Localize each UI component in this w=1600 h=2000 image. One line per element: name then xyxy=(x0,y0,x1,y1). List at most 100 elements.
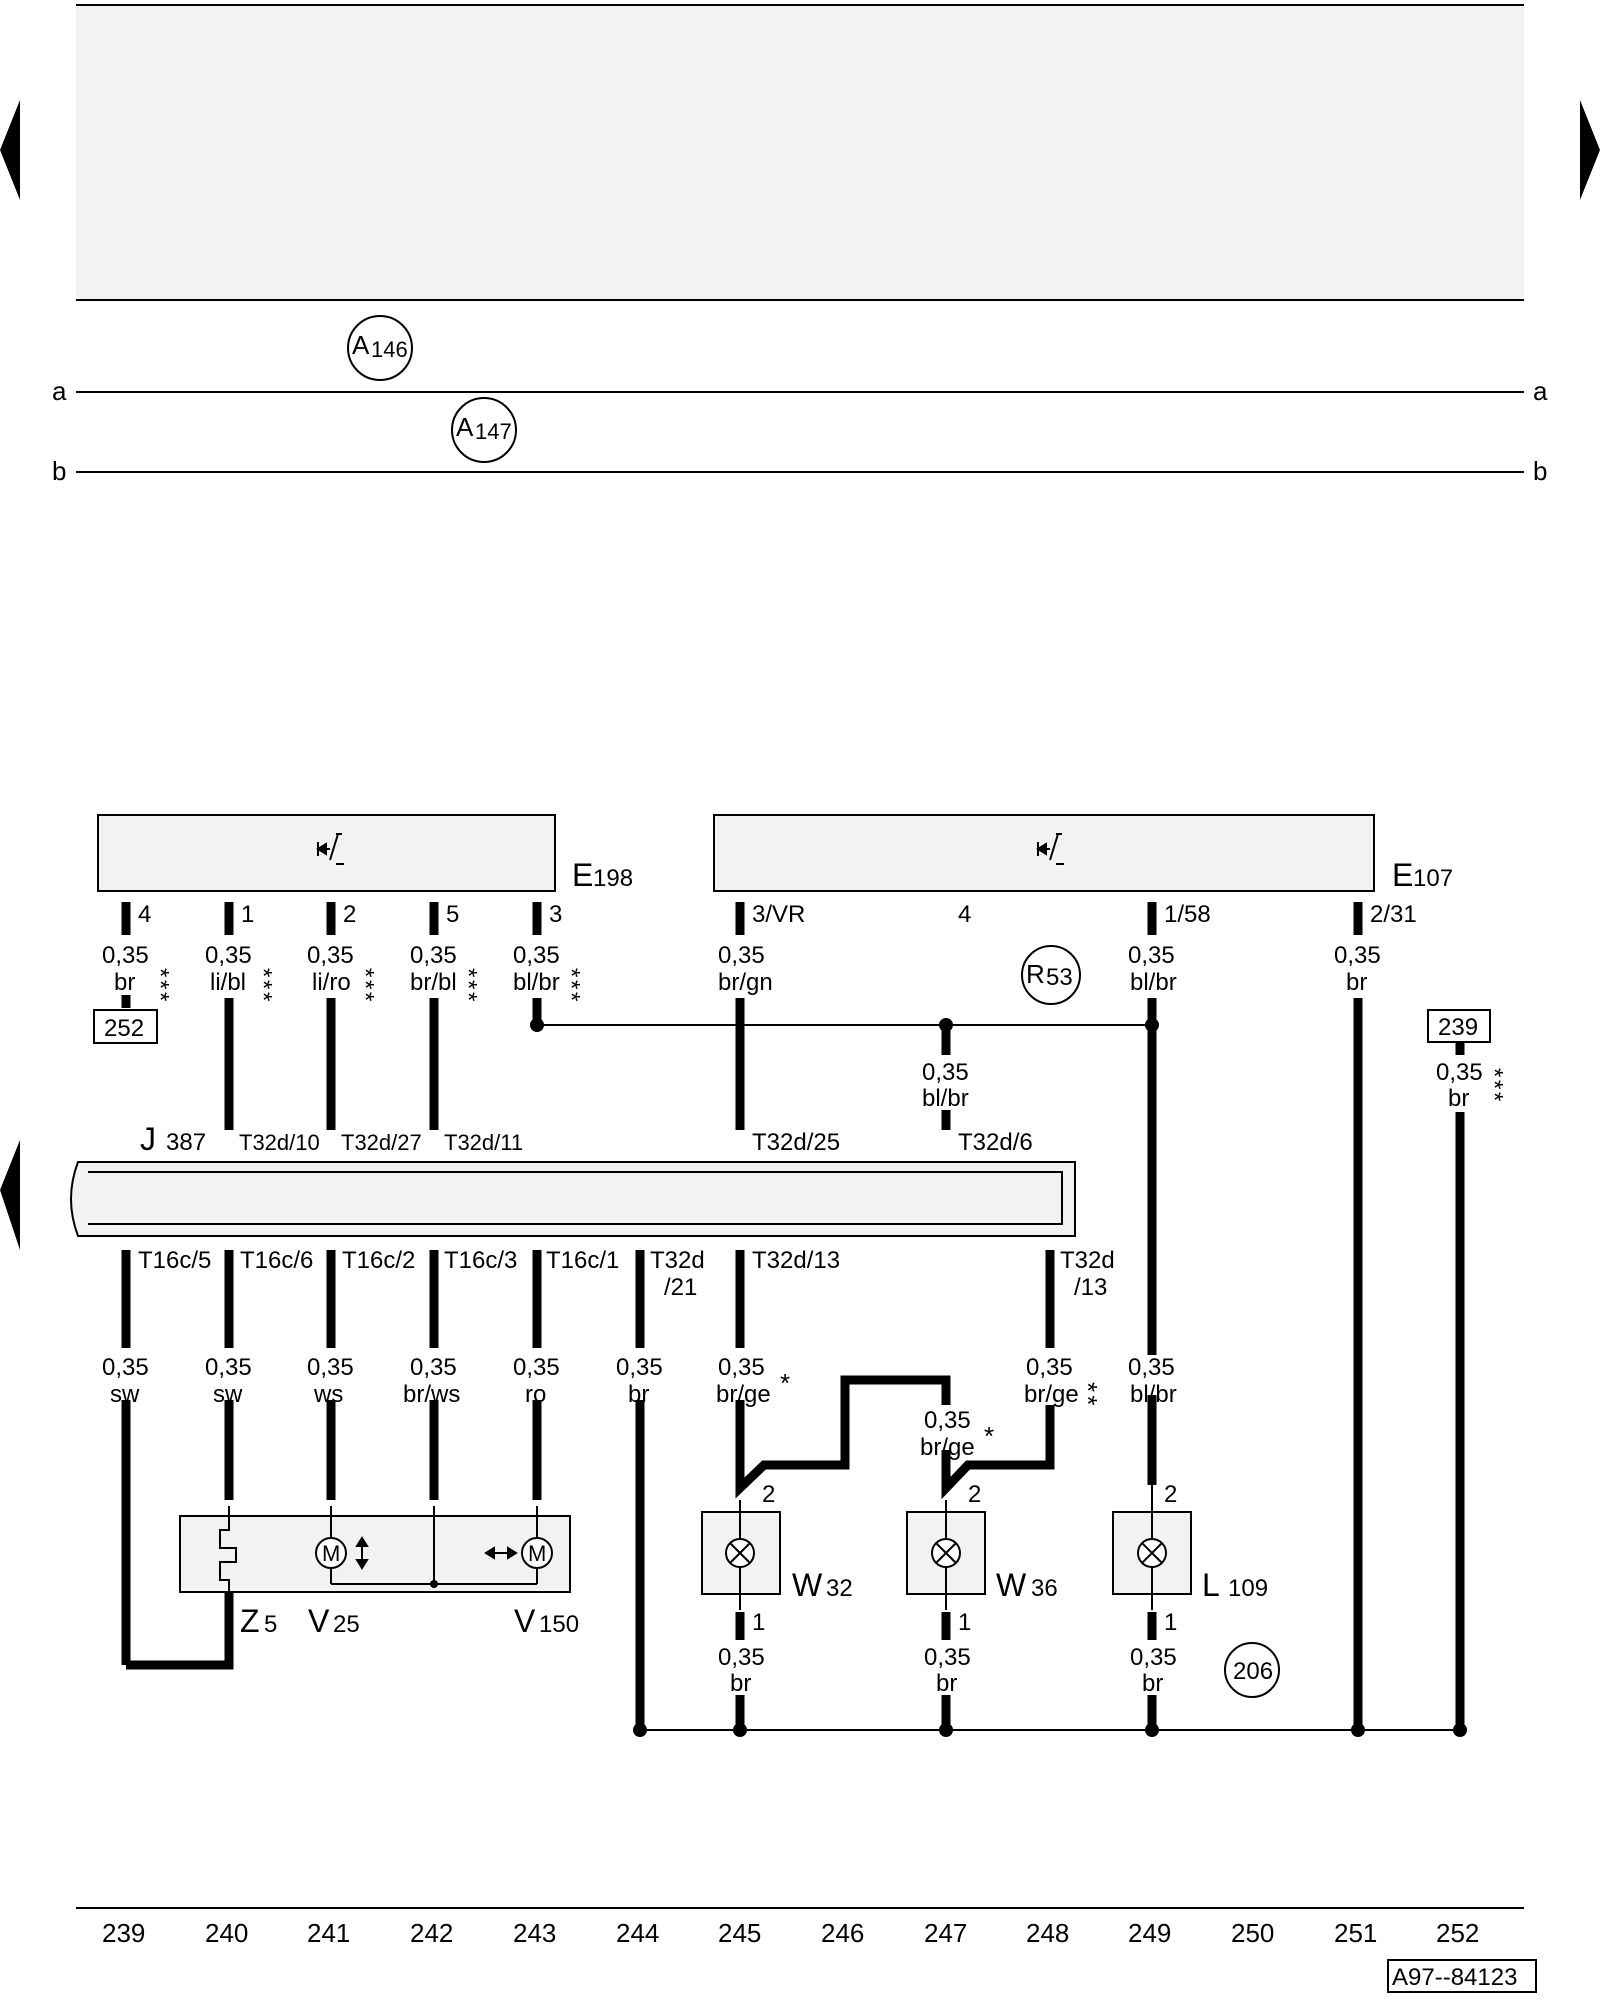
ref-box-239[interactable] xyxy=(1427,1009,1491,1043)
j387-bottom-pin-3: T16c/2 xyxy=(342,1247,415,1274)
dimmer-switch-icon-2 xyxy=(1036,833,1064,865)
lamp-w32-pin-bottom: 1 xyxy=(752,1609,765,1636)
j387-bottom-pin-1: T16c/5 xyxy=(138,1247,211,1274)
e107-w2-size: 0,35 xyxy=(1128,942,1175,969)
lw-7b xyxy=(735,1375,951,1499)
lw-1-color: sw xyxy=(110,1381,140,1408)
track-245: 245 xyxy=(718,1918,761,1948)
track-251: 251 xyxy=(1334,1918,1377,1948)
gw-w32-color: br xyxy=(730,1670,751,1697)
module-j387-inner xyxy=(88,1171,1063,1225)
lw-1c xyxy=(126,1590,234,1670)
ref-206-circle xyxy=(1224,1642,1280,1698)
ref-a147-label: A xyxy=(456,412,474,442)
lamp-w32-pin-top: 2 xyxy=(762,1481,775,1508)
j387-top-pin-2: T32d/27 xyxy=(341,1130,422,1155)
j387-bottom-pin-6b: /21 xyxy=(664,1274,697,1301)
continue-left-icon[interactable] xyxy=(0,1140,20,1250)
lamp-l109-sub: 109 xyxy=(1228,1575,1268,1602)
ref-a147-sub: 147 xyxy=(475,419,512,444)
lw-6-size: 0,35 xyxy=(616,1354,663,1381)
page-forward-icon[interactable] xyxy=(1580,100,1600,200)
lamp-w36-name: W xyxy=(996,1567,1027,1603)
module-j387-box xyxy=(70,1161,1076,1237)
document-code: A97--84123 xyxy=(1392,1964,1517,1991)
track-246: 246 xyxy=(821,1918,864,1948)
ref-box-252-label: 252 xyxy=(104,1015,144,1042)
lamp-w36-pin-bottom: 1 xyxy=(958,1609,971,1636)
heater-z5-symbol xyxy=(219,1506,237,1592)
switch-e198-sub: 198 xyxy=(593,865,633,892)
gw-w32-size: 0,35 xyxy=(718,1644,765,1671)
lw-3-size: 0,35 xyxy=(307,1354,354,1381)
e107-w1-size: 0,35 xyxy=(718,942,765,969)
e198-w2-stars: * * * xyxy=(250,968,277,1001)
t32d6-wire-color: bl/br xyxy=(922,1085,969,1112)
v150-name: V xyxy=(514,1603,536,1639)
lw-1-size: 0,35 xyxy=(102,1354,149,1381)
e198-w2-color: li/bl xyxy=(210,969,246,996)
lw-9-color: br/ge xyxy=(1024,1381,1079,1408)
right-wire-size: 0,35 xyxy=(1436,1059,1483,1086)
lw-8b xyxy=(941,1405,1055,1500)
lw-7-size: 0,35 xyxy=(718,1354,765,1381)
j387-top-pin-5: T32d/6 xyxy=(958,1129,1033,1156)
e107-pin-231: 2/31 xyxy=(1370,901,1417,928)
lamp-l109-pin-top: 2 xyxy=(1164,1481,1177,1508)
updown-arrow-icon xyxy=(355,1536,369,1570)
switch-e107-name: E xyxy=(1392,857,1413,893)
lw-7-stars: * xyxy=(780,1368,790,1398)
e107-pin-4: 4 xyxy=(958,901,971,928)
module-j387-sub: 387 xyxy=(166,1129,206,1156)
bus-b-label-left: b xyxy=(52,456,66,486)
dimmer-switch-icon xyxy=(316,833,344,865)
j387-top-pin-1: T32d/10 xyxy=(239,1130,320,1155)
e198-w1-color: br xyxy=(114,969,135,996)
t32d6-wire-size: 0,35 xyxy=(922,1059,969,1086)
lw-7-color: br/ge xyxy=(716,1381,771,1408)
lamp-l109-name: L xyxy=(1202,1567,1220,1603)
j387-bottom-pin-4: T16c/3 xyxy=(444,1247,517,1274)
ref-r53-label: R xyxy=(1026,959,1045,989)
track-247: 247 xyxy=(924,1918,967,1948)
lw-8-stars: * xyxy=(984,1421,994,1451)
gnd-node-245 xyxy=(733,1723,747,1737)
gnd-node-251 xyxy=(1351,1723,1365,1737)
j387-bottom-pin-7: T32d/13 xyxy=(752,1247,840,1274)
lamp-w36-pin-top: 2 xyxy=(968,1481,981,1508)
bus-a-label-right: a xyxy=(1533,376,1548,406)
top-panel xyxy=(76,6,1524,300)
document-code-box xyxy=(1387,1959,1537,1993)
e198-w1-size: 0,35 xyxy=(102,942,149,969)
j387-bottom-pin-5: T16c/1 xyxy=(546,1247,619,1274)
module-j387-name: J xyxy=(140,1121,156,1157)
lower-wire-labels: 0,35 sw 0,35 sw 0,35 ws 0,35 br/ws 0,35 … xyxy=(102,1354,1177,1461)
e198-w5-stars: * * * xyxy=(558,968,585,1001)
mirror-common-junction xyxy=(430,1580,438,1588)
track-244: 244 xyxy=(616,1918,659,1948)
e198-w4-stars: * * * xyxy=(455,968,482,1001)
e198-pin-3: 3 xyxy=(549,901,562,928)
e198-wire-labels: 0,35 br * * * 0,35 li/bl * * * 0,35 li/r… xyxy=(102,942,585,1001)
e198-pin-2: 2 xyxy=(343,901,356,928)
ref-box-252[interactable] xyxy=(93,1009,158,1044)
lw-10-size: 0,35 xyxy=(1128,1354,1175,1381)
lamp-w32-sub: 32 xyxy=(826,1575,853,1602)
ref-box-239-label: 239 xyxy=(1438,1014,1478,1041)
lw-8-color: br/ge xyxy=(920,1434,975,1461)
gnd-node-247 xyxy=(939,1723,953,1737)
e198-w3-stars: * * * xyxy=(352,968,379,1001)
e198-pin-5: 5 xyxy=(446,901,459,928)
lw-5-size: 0,35 xyxy=(513,1354,560,1381)
z5-name: Z xyxy=(240,1603,260,1639)
e107-w3-size: 0,35 xyxy=(1334,942,1381,969)
lw-9-stars: * * xyxy=(1073,1382,1103,1405)
ref-a147-circle xyxy=(451,397,517,463)
ref-a146-label: A xyxy=(352,330,370,360)
e107-pin-158: 1/58 xyxy=(1164,901,1211,928)
leftright-arrow-icon xyxy=(484,1546,518,1560)
page-back-icon[interactable] xyxy=(0,100,20,200)
track-249: 249 xyxy=(1128,1918,1171,1948)
ref-r53-sub: 53 xyxy=(1046,964,1073,991)
